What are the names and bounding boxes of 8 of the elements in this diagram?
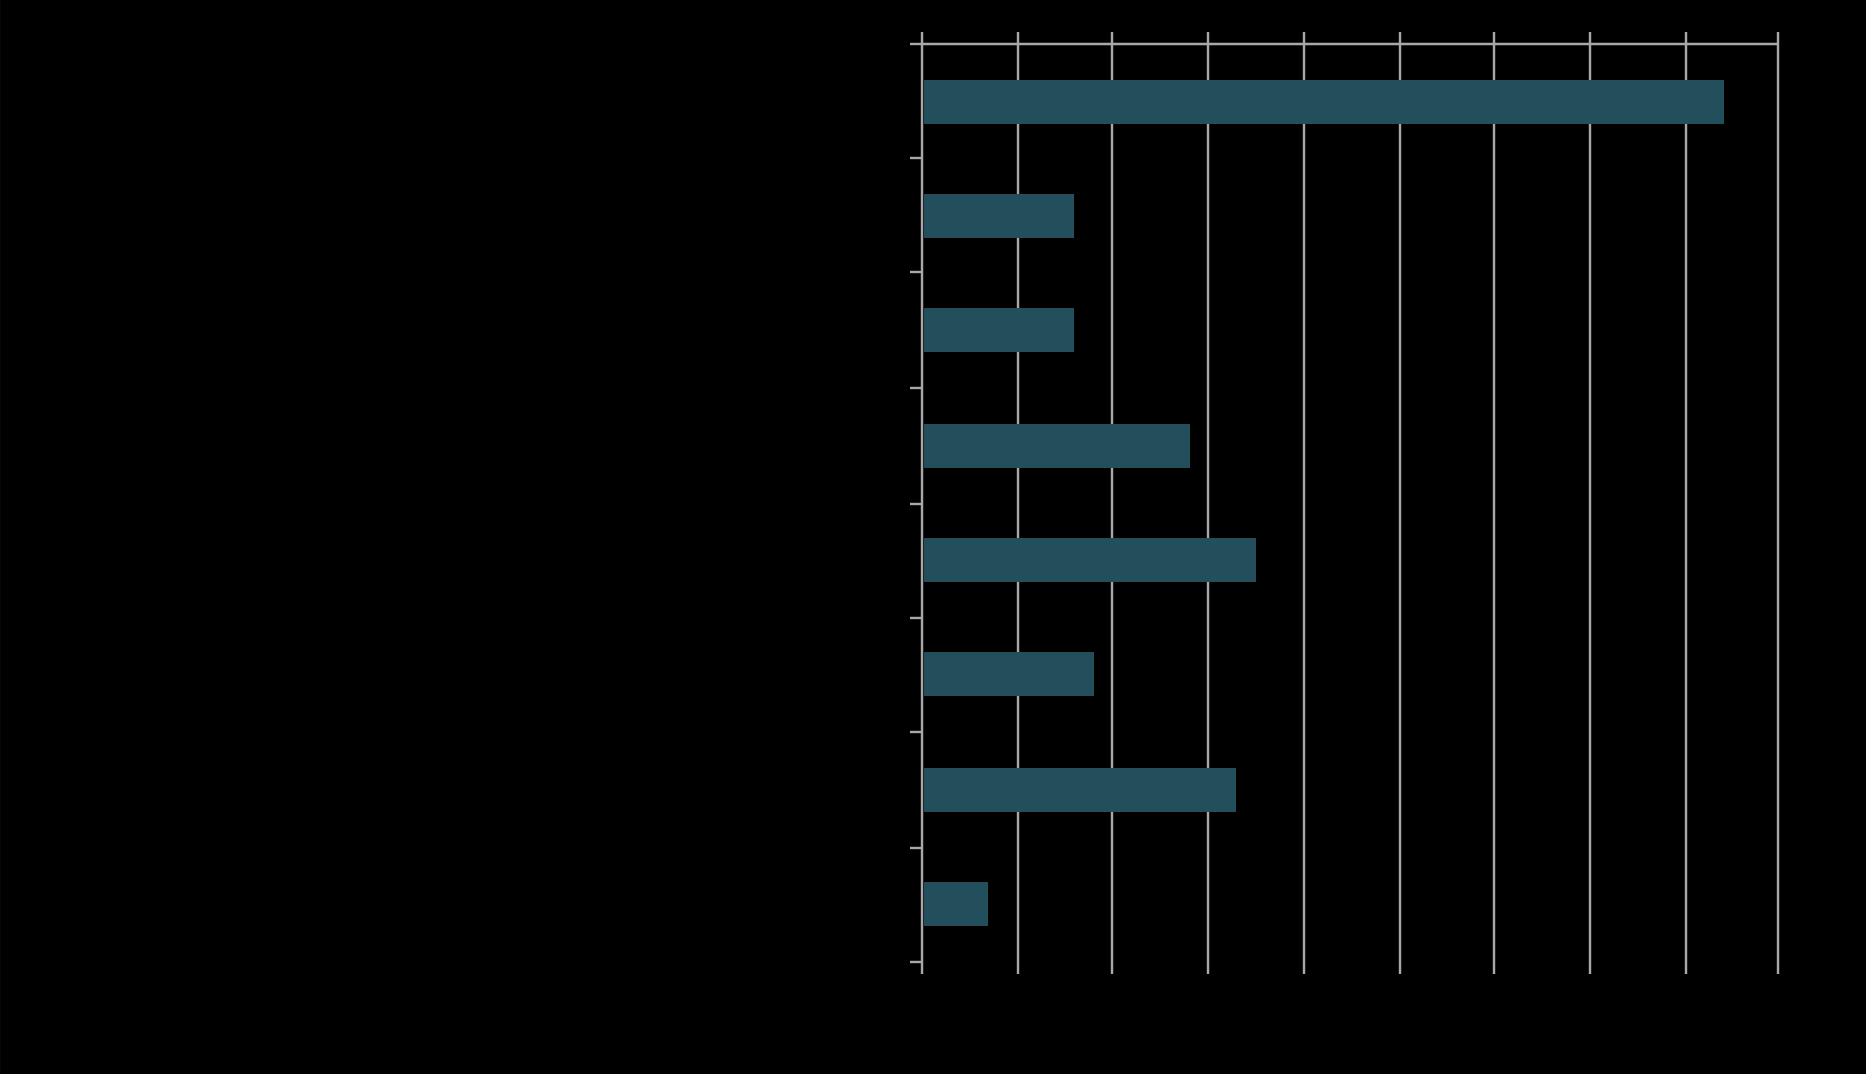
bar bbox=[924, 652, 1094, 696]
bar bbox=[924, 538, 1256, 582]
bar bbox=[924, 768, 1236, 812]
bar bbox=[924, 194, 1074, 238]
bar bbox=[924, 424, 1190, 468]
bar bbox=[924, 308, 1074, 352]
bar bbox=[924, 80, 1724, 124]
bar bbox=[924, 882, 988, 926]
